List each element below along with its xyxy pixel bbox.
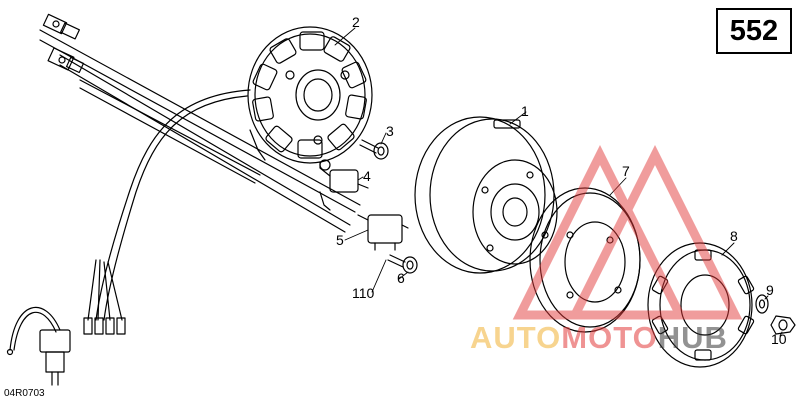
watermark-moto: MOTO (561, 320, 658, 355)
washer (755, 294, 769, 314)
stator-screw (359, 139, 389, 160)
watermark-hub: HUB (657, 320, 728, 355)
leader-lines (334, 27, 783, 337)
rotor-flywheel (414, 116, 558, 274)
wiring-harness (6, 13, 361, 386)
callout-7: 7 (622, 163, 630, 179)
watermark-logo (512, 144, 743, 320)
drawing-code: 04R0703 (4, 388, 45, 399)
ring-gear (529, 187, 641, 333)
callout-6: 6 (397, 270, 405, 286)
callout-1: 1 (521, 103, 529, 119)
watermark-auto: AUTO (470, 320, 562, 355)
callout-9: 9 (766, 282, 774, 298)
callout-8: 8 (730, 228, 738, 244)
callout-11: 110 (352, 285, 375, 301)
callout-2: 2 (352, 14, 360, 30)
callout-4: 4 (363, 168, 371, 184)
callout-10: 10 (771, 331, 787, 347)
page-number: 552 (716, 8, 792, 54)
trigger-coil (319, 159, 369, 211)
bolt-10 (770, 315, 796, 335)
callout-3: 3 (386, 123, 394, 139)
terminal-block (357, 214, 409, 251)
watermark-text: AUTOMOTOHUB (470, 320, 728, 356)
stator (247, 26, 373, 164)
callout-5: 5 (336, 232, 344, 248)
bolt-6 (387, 254, 418, 274)
